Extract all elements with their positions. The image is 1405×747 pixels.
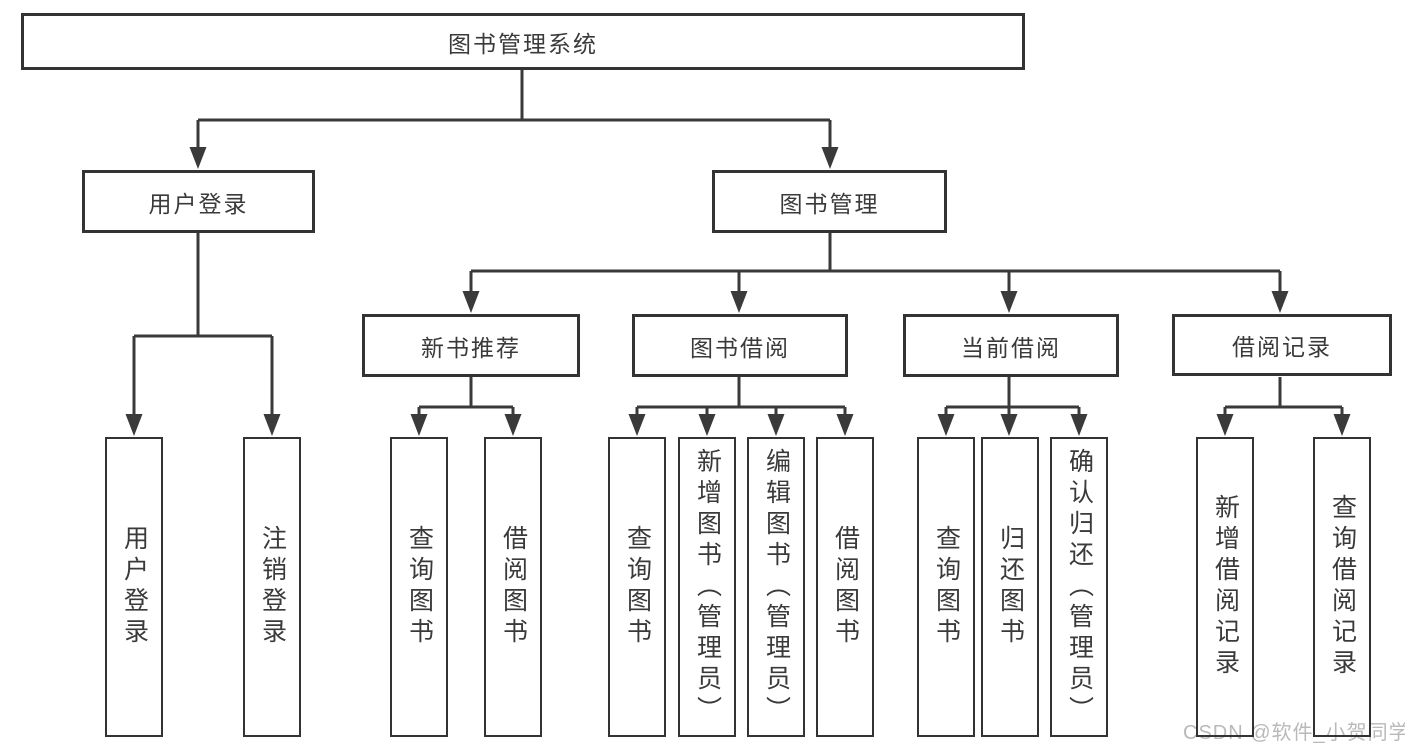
leaf-borrow-books-recommend: 借阅图书 [484, 437, 542, 737]
node-current-borrow-label: 当前借阅 [961, 334, 1061, 361]
node-user-login-label: 用户登录 [148, 190, 249, 217]
leaf-borrow-books-label: 借阅图书 [831, 525, 860, 649]
leaf-add-borrow-record: 新增借阅记录 [1196, 437, 1254, 737]
node-borrow-records: 借阅记录 [1172, 314, 1392, 376]
leaf-borrow-books: 借阅图书 [816, 437, 874, 737]
leaf-user-login-label: 用户登录 [120, 525, 149, 649]
leaf-confirm-return-admin: 确认归还（管理员） [1050, 437, 1108, 737]
node-book-management-system: 图书管理系统 [21, 13, 1025, 70]
leaf-query-books-current-label: 查询图书 [932, 525, 961, 649]
leaf-add-book-admin: 新增图书（管理员） [678, 437, 736, 737]
leaf-edit-book-admin: 编辑图书（管理员） [747, 437, 805, 737]
node-current-borrow: 当前借阅 [903, 314, 1119, 377]
node-borrow-records-label: 借阅记录 [1232, 334, 1332, 360]
leaf-return-books: 归还图书 [981, 437, 1039, 737]
leaf-query-books-recommend-label: 查询图书 [405, 525, 434, 649]
leaf-edit-book-admin-label: 编辑图书（管理员） [762, 447, 791, 727]
csdn-watermark: CSDN @软件_小贺同学 [1183, 722, 1405, 744]
node-book-borrow: 图书借阅 [632, 314, 848, 377]
node-book-management-system-label: 图书管理系统 [448, 30, 598, 57]
node-book-borrow-label: 图书借阅 [690, 334, 790, 361]
leaf-confirm-return-admin-label: 确认归还（管理员） [1065, 447, 1094, 727]
leaf-query-borrow-record: 查询借阅记录 [1313, 437, 1371, 737]
leaf-query-books-current: 查询图书 [917, 437, 975, 737]
leaf-query-books-borrow: 查询图书 [608, 437, 666, 737]
arrowheads [125, 147, 1351, 436]
leaf-user-login: 用户登录 [105, 437, 163, 737]
node-book-management-label: 图书管理 [779, 190, 880, 217]
leaf-query-books-recommend: 查询图书 [390, 437, 448, 737]
node-new-book-recommend-label: 新书推荐 [421, 334, 521, 361]
leaf-borrow-books-recommend-label: 借阅图书 [499, 525, 528, 649]
node-new-book-recommend: 新书推荐 [362, 314, 580, 377]
leaf-add-book-admin-label: 新增图书（管理员） [693, 447, 722, 727]
leaf-query-books-borrow-label: 查询图书 [623, 525, 652, 649]
node-user-login: 用户登录 [82, 170, 315, 233]
leaf-add-borrow-record-label: 新增借阅记录 [1211, 494, 1240, 680]
leaf-logout: 注销登录 [243, 437, 301, 737]
leaf-logout-label: 注销登录 [258, 525, 287, 649]
node-book-management: 图书管理 [712, 170, 947, 233]
leaf-return-books-label: 归还图书 [996, 525, 1025, 649]
leaf-query-borrow-record-label: 查询借阅记录 [1328, 494, 1357, 680]
